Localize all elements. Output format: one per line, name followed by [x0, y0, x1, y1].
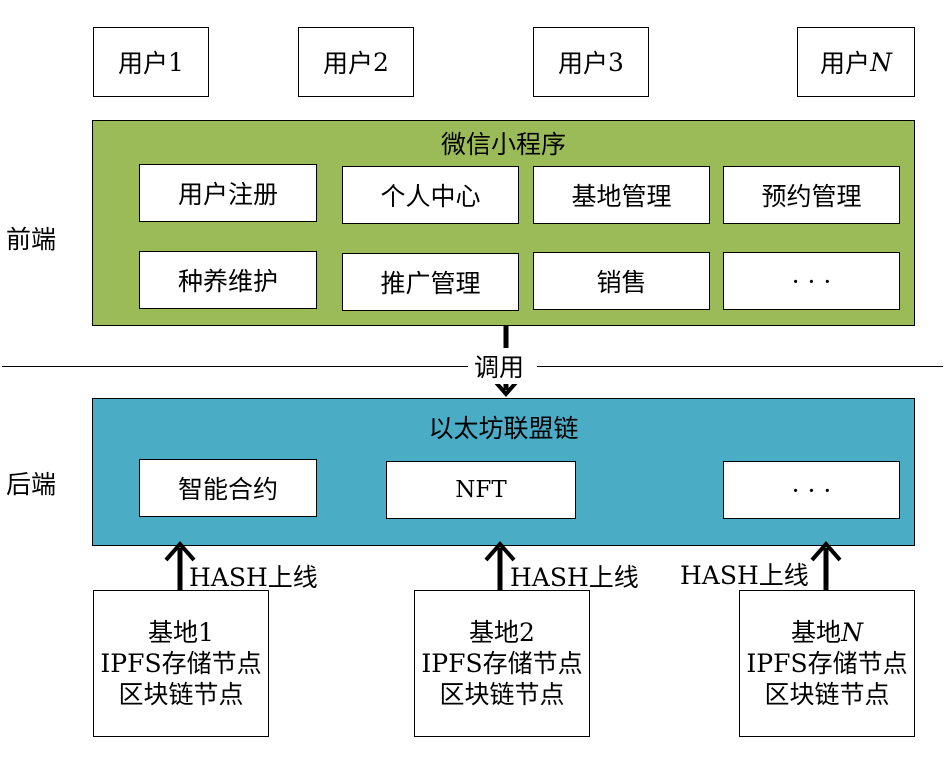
- base-ipfs-label: IPFS存储节点: [100, 649, 262, 678]
- module-user-register: 用户注册: [139, 164, 317, 222]
- frontend-title: 微信小程序: [440, 130, 566, 159]
- base-chain-label: 区块链节点: [439, 680, 565, 709]
- base-node-n: 基地N IPFS存储节点 区块链节点: [739, 590, 915, 737]
- backend-side-label: 后端: [6, 470, 57, 499]
- user-index: N: [870, 47, 892, 77]
- base-chain-label: 区块链节点: [764, 680, 890, 709]
- module-promotion-management: 推广管理: [342, 253, 519, 311]
- divider-line-left: [2, 366, 468, 367]
- base-ipfs-label: IPFS存储节点: [746, 649, 908, 678]
- upload-label-n: HASH上线: [680, 561, 809, 590]
- user-index: 2: [373, 47, 389, 77]
- base-node-2: 基地2 IPFS存储节点 区块链节点: [414, 590, 590, 737]
- module-sales: 销售: [533, 252, 710, 310]
- call-label: 调用: [474, 348, 525, 384]
- module-breeding-maintenance: 种养维护: [139, 251, 317, 309]
- user-label: 用户: [820, 49, 871, 78]
- base-chain-label: 区块链节点: [118, 680, 244, 709]
- module-personal-center: 个人中心: [342, 166, 519, 224]
- base-name: 基地N: [791, 618, 863, 647]
- module-more: · · ·: [723, 252, 900, 310]
- module-nft: NFT: [386, 461, 576, 519]
- base-name: 基地1: [148, 618, 214, 647]
- user-label: 用户: [558, 49, 609, 78]
- module-smart-contract: 智能合约: [139, 459, 317, 517]
- user-index: 3: [608, 47, 624, 77]
- base-name: 基地2: [469, 618, 535, 647]
- upload-label-1: HASH上线: [189, 563, 318, 592]
- user-index: 1: [168, 47, 184, 77]
- upload-label-2: HASH上线: [510, 563, 639, 592]
- frontend-side-label: 前端: [6, 225, 57, 254]
- module-booking-management: 预约管理: [723, 166, 900, 224]
- backend-title: 以太坊联盟链: [428, 414, 579, 443]
- module-base-management: 基地管理: [533, 166, 710, 224]
- base-node-1: 基地1 IPFS存储节点 区块链节点: [93, 590, 269, 737]
- base-ipfs-label: IPFS存储节点: [421, 649, 583, 678]
- user-label: 用户: [323, 49, 374, 78]
- module-backend-more: · · ·: [723, 461, 900, 519]
- user-label: 用户: [118, 49, 169, 78]
- divider-line-right: [537, 366, 943, 367]
